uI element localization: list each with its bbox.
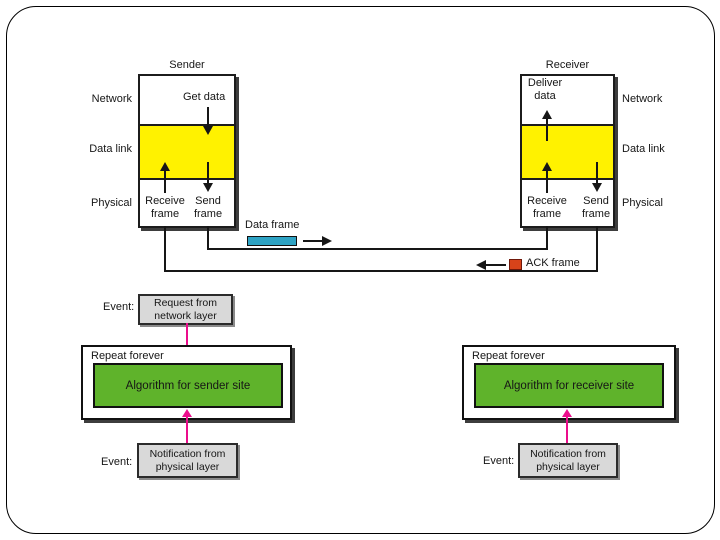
sender-bottom-event-label: Event: — [101, 456, 133, 468]
sender-top-event-box: Request from network layer — [138, 294, 233, 325]
sender-bottom-event-arrow-line — [186, 415, 188, 443]
receiver-receive-arrow-line — [546, 169, 548, 193]
receiver-receive-frame-label: Receive frame — [527, 195, 567, 220]
ack-frame-arrow-left-icon — [476, 260, 486, 270]
sender-top-event-arrow-line — [186, 323, 188, 356]
channel-line-data — [207, 248, 548, 250]
sender-receive-frame-label: Receive frame — [145, 195, 185, 220]
data-frame-arrow-right-icon — [322, 236, 332, 246]
sender-layer-label-network: Network — [91, 93, 132, 105]
sender-top-event-label: Event: — [103, 301, 135, 313]
slide-border — [6, 6, 715, 534]
sender-send-arrow-line — [207, 162, 209, 184]
sender-bottom-event-box: Notification from physical layer — [137, 443, 238, 478]
receiver-title: Receiver — [545, 59, 590, 71]
sender-receive-arrow-up-icon — [160, 162, 170, 171]
sender-get-data-label: Get data — [183, 91, 226, 103]
receiver-station-box — [520, 74, 615, 228]
data-frame-icon — [247, 236, 297, 246]
channel-line-sender-send-drop — [207, 226, 209, 250]
receiver-bottom-event-box: Notification from physical layer — [518, 443, 618, 478]
sender-layer-label-physical: Physical — [91, 197, 132, 209]
receiver-datalink-layer — [522, 124, 613, 180]
sender-get-data-arrow-down-icon — [203, 126, 213, 135]
channel-line-receiver-send-drop — [596, 226, 598, 272]
receiver-deliver-data-label: Deliver data — [527, 77, 563, 102]
sender-repeat-label: Repeat forever — [91, 350, 164, 362]
channel-line-sender-receive-rise — [164, 226, 166, 272]
receiver-layer-label-datalink: Data link — [622, 143, 665, 155]
channel-line-ack — [164, 270, 598, 272]
receiver-bottom-event-label: Event: — [483, 455, 515, 467]
receiver-bottom-event-arrow-line — [566, 415, 568, 443]
receiver-deliver-arrow-line — [546, 117, 548, 141]
ack-frame-arrow-line — [485, 264, 506, 266]
data-frame-arrow-line — [303, 240, 323, 242]
ack-frame-label: ACK frame — [526, 257, 580, 269]
receiver-send-frame-label: Send frame — [581, 195, 611, 220]
sender-get-data-arrow-line — [207, 107, 209, 128]
receiver-bottom-event-arrow-up-icon — [562, 409, 572, 417]
ack-frame-icon — [509, 259, 522, 270]
sender-receive-arrow-line — [164, 169, 166, 193]
receiver-layer-label-physical: Physical — [622, 197, 663, 209]
sender-station-box — [138, 74, 236, 228]
receiver-send-arrow-down-icon — [592, 183, 602, 192]
channel-line-receiver-receive-rise — [546, 226, 548, 250]
receiver-receive-arrow-up-icon — [542, 162, 552, 171]
sender-bottom-event-arrow-up-icon — [182, 409, 192, 417]
data-frame-label: Data frame — [245, 219, 300, 231]
sender-layer-label-datalink: Data link — [89, 143, 132, 155]
receiver-repeat-label: Repeat forever — [472, 350, 545, 362]
sender-title: Sender — [169, 59, 205, 71]
sender-send-arrow-down-icon — [203, 183, 213, 192]
receiver-algorithm-box: Algorithm for receiver site — [474, 363, 664, 408]
receiver-send-arrow-line — [596, 162, 598, 184]
sender-datalink-layer — [140, 124, 234, 180]
sender-algorithm-box: Algorithm for sender site — [93, 363, 283, 408]
receiver-layer-label-network: Network — [622, 93, 663, 105]
sender-send-frame-label: Send frame — [193, 195, 223, 220]
receiver-deliver-arrow-up-icon — [542, 110, 552, 119]
